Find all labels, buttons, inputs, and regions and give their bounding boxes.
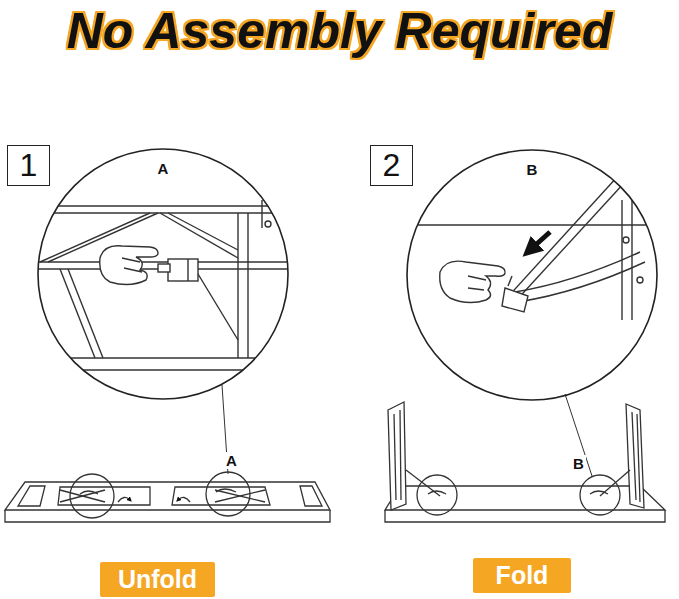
circle-outline bbox=[406, 149, 658, 401]
illustration-stroke bbox=[158, 264, 170, 272]
illustration-stroke bbox=[18, 486, 45, 506]
illustration-stroke bbox=[168, 259, 198, 281]
action-text: Fold bbox=[496, 561, 549, 590]
illustration-stroke bbox=[68, 269, 103, 358]
illustration-stroke bbox=[178, 497, 190, 502]
illustration-stroke bbox=[5, 482, 330, 510]
illustration-stroke bbox=[440, 261, 505, 302]
illustration-stroke bbox=[206, 472, 250, 516]
illustration-stroke bbox=[637, 414, 640, 502]
illustration-stroke bbox=[122, 258, 142, 272]
action-label: Unfold bbox=[100, 562, 215, 597]
illustration-stroke bbox=[30, 369, 300, 370]
table-top-view bbox=[5, 472, 330, 522]
illustration-stroke bbox=[80, 491, 98, 494]
magnified-frame-a bbox=[30, 200, 300, 370]
step-number: 1 bbox=[7, 145, 50, 186]
page-title: No Assembly Required bbox=[0, 2, 679, 60]
illustration-stroke bbox=[406, 470, 440, 496]
illustration-stroke bbox=[195, 269, 238, 340]
step-digit: 1 bbox=[20, 147, 38, 184]
circle-outline bbox=[37, 148, 289, 400]
action-label: Fold bbox=[473, 558, 571, 593]
detail-letter: A bbox=[155, 160, 172, 177]
illustration-stroke bbox=[30, 261, 300, 262]
table-legs-up-view bbox=[385, 402, 665, 522]
illustration-stroke bbox=[5, 510, 330, 522]
illustration-stroke bbox=[60, 490, 105, 502]
illustration-stroke bbox=[513, 170, 636, 304]
illustration-stroke bbox=[30, 212, 300, 213]
illustration-stroke bbox=[160, 213, 238, 258]
illustration-stroke bbox=[118, 497, 130, 502]
magnify-circle: A bbox=[37, 148, 289, 400]
illustration-stroke bbox=[580, 475, 620, 515]
illustration-stroke bbox=[508, 276, 512, 286]
illustration-stroke bbox=[394, 414, 396, 500]
step-digit: 2 bbox=[383, 147, 401, 184]
illustration-stroke bbox=[172, 487, 270, 505]
illustration-stroke bbox=[300, 486, 322, 506]
illustration-stroke bbox=[247, 213, 248, 358]
illustration-stroke bbox=[468, 276, 486, 290]
illustration-stroke bbox=[502, 288, 528, 312]
magnify-circle: B bbox=[406, 149, 658, 401]
leader-line bbox=[565, 394, 592, 476]
illustration-stroke bbox=[623, 237, 629, 243]
illustration-stroke bbox=[215, 490, 265, 502]
illustration-stroke bbox=[60, 269, 95, 358]
illustration-stroke bbox=[631, 200, 632, 320]
illustration-stroke bbox=[637, 277, 643, 283]
illustration-stroke bbox=[518, 262, 645, 302]
illustration-stroke bbox=[237, 213, 238, 358]
action-text: Unfold bbox=[118, 565, 197, 594]
circle-outline bbox=[38, 149, 288, 399]
illustration-stroke bbox=[590, 491, 608, 494]
callout-letter: B bbox=[571, 455, 586, 472]
illustration-stroke bbox=[417, 475, 457, 515]
illustration-stroke bbox=[400, 224, 660, 225]
illustration-stroke bbox=[187, 259, 188, 281]
push-arrow bbox=[530, 232, 550, 250]
illustration-stroke bbox=[58, 487, 150, 505]
illustration-stroke bbox=[216, 489, 236, 492]
illustration-stroke bbox=[168, 213, 238, 250]
illustration-stroke bbox=[400, 410, 401, 500]
illustration-stroke bbox=[385, 486, 665, 510]
illustration-stroke bbox=[215, 490, 265, 502]
illustration-stroke bbox=[60, 490, 105, 502]
illustration-stroke bbox=[30, 205, 300, 206]
illustration-stroke bbox=[632, 412, 636, 500]
illustration-stroke bbox=[428, 491, 446, 494]
illustration-stroke bbox=[388, 402, 406, 510]
illustration-stroke bbox=[261, 200, 262, 228]
illustration-stroke bbox=[70, 474, 114, 518]
illustration-stroke bbox=[100, 246, 158, 285]
callout-letter: A bbox=[224, 452, 239, 469]
detail-letter: B bbox=[524, 161, 541, 178]
illustration-stroke bbox=[265, 221, 271, 227]
circle-outline bbox=[407, 150, 657, 400]
step-number: 2 bbox=[370, 145, 413, 186]
illustration-stroke bbox=[626, 404, 644, 508]
